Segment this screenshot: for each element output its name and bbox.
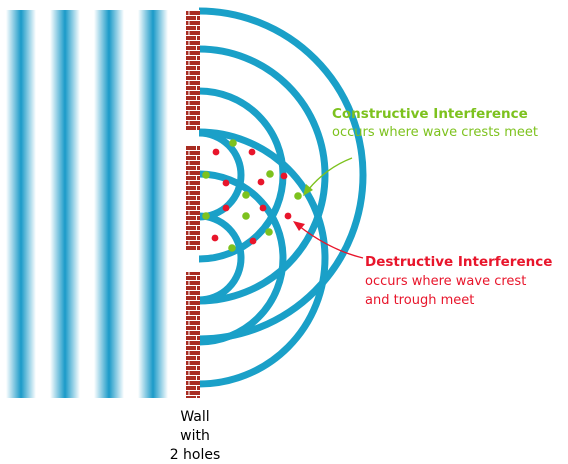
destructive-description-line2: and trough meet bbox=[365, 293, 474, 308]
incoming-plane-waves bbox=[6, 10, 168, 398]
destructive-points bbox=[211, 148, 292, 245]
destructive-point bbox=[249, 237, 257, 245]
wavefront-arc-lower-1 bbox=[198, 212, 245, 304]
constructive-arrow bbox=[303, 157, 353, 196]
wall-segment-middle bbox=[186, 146, 200, 250]
constructive-point bbox=[202, 171, 210, 179]
wavefront-arc-upper-4 bbox=[198, 7, 367, 343]
destructive-point bbox=[259, 204, 267, 212]
destructive-point bbox=[280, 172, 288, 180]
wall-segment-bottom bbox=[186, 272, 200, 398]
plane-wave-band bbox=[94, 10, 124, 398]
wall-segment-top bbox=[186, 10, 200, 130]
constructive-arrow-head bbox=[303, 184, 313, 196]
constructive-point bbox=[266, 170, 274, 178]
constructive-point bbox=[242, 191, 250, 199]
constructive-arrow-line bbox=[307, 157, 353, 191]
destructive-arrow-line bbox=[298, 225, 364, 259]
destructive-description-line1: occurs where wave crest bbox=[365, 274, 526, 289]
destructive-point bbox=[222, 204, 230, 212]
wavefront-arc-upper-1 bbox=[198, 129, 245, 221]
constructive-points bbox=[202, 139, 302, 252]
destructive-point bbox=[212, 148, 220, 156]
destructive-point bbox=[248, 148, 256, 156]
destructive-arrow bbox=[293, 221, 364, 259]
destructive-point bbox=[284, 212, 292, 220]
constructive-point bbox=[202, 212, 210, 220]
destructive-title: Destructive Interference bbox=[365, 254, 552, 270]
destructive-point bbox=[211, 234, 219, 242]
wall-label-line2: with bbox=[180, 428, 210, 444]
constructive-title: Constructive Interference bbox=[332, 106, 528, 122]
brick-wall bbox=[186, 10, 200, 398]
constructive-point bbox=[242, 212, 250, 220]
wall-label-line1: Wall bbox=[180, 409, 209, 425]
constructive-point bbox=[265, 228, 273, 236]
plane-wave-band bbox=[50, 10, 80, 398]
circular-wavefronts bbox=[198, 7, 367, 388]
destructive-arrow-head bbox=[293, 221, 305, 231]
wavefront-arc-lower-2 bbox=[198, 170, 287, 346]
plane-wave-band bbox=[6, 10, 36, 398]
destructive-point bbox=[257, 178, 265, 186]
wavefront-arc-lower-3 bbox=[198, 128, 329, 388]
constructive-description: occurs where wave crests meet bbox=[332, 125, 538, 140]
constructive-point bbox=[229, 139, 237, 147]
wall-label-line3: 2 holes bbox=[170, 447, 221, 463]
destructive-point bbox=[222, 179, 230, 187]
plane-wave-band bbox=[138, 10, 168, 398]
wavefront-arc-upper-3 bbox=[198, 45, 329, 305]
constructive-point bbox=[294, 192, 302, 200]
constructive-point bbox=[228, 244, 236, 252]
